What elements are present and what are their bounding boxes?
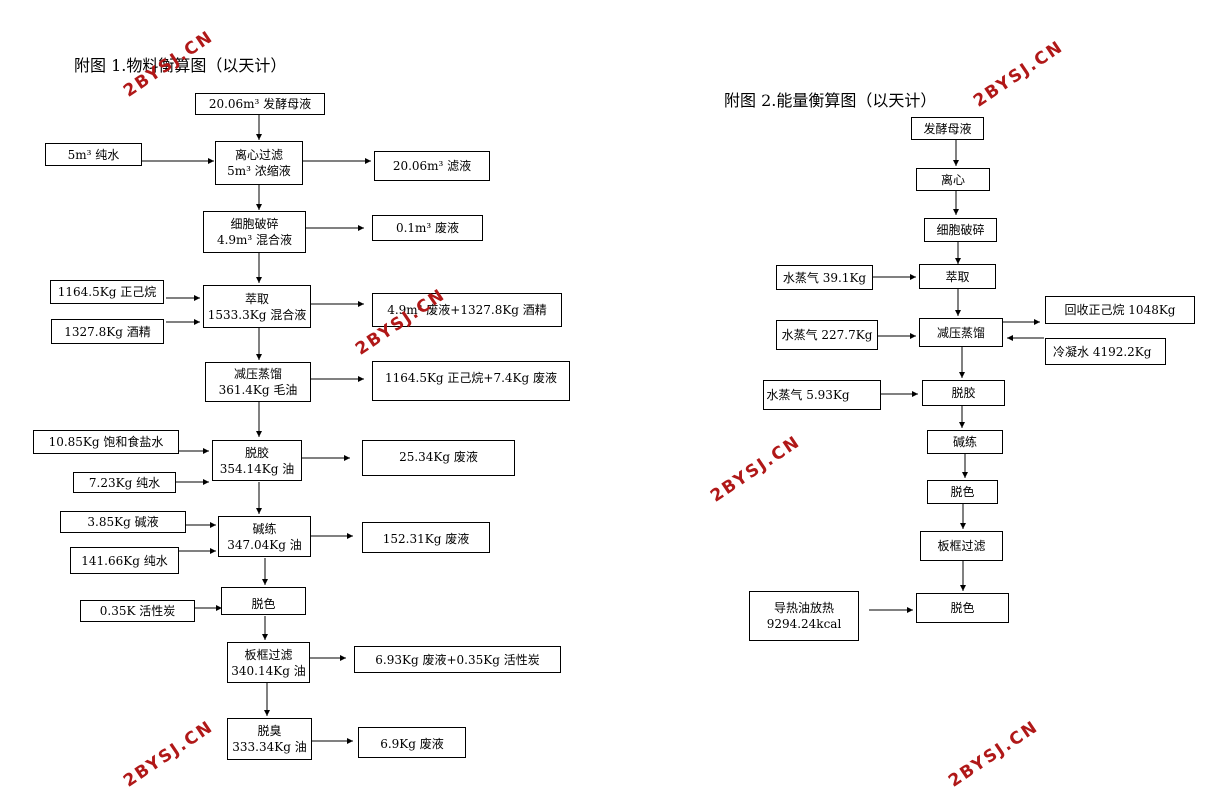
fig2-cell-box: 细胞破碎 bbox=[924, 218, 997, 242]
fig1-deodor-out-label: 6.9Kg 废液 bbox=[380, 737, 444, 751]
fig1-ferment-box: 20.06m³ 发酵母液 bbox=[195, 93, 325, 115]
fig1-brine-label: 10.85Kg 饱和食盐水 bbox=[48, 435, 164, 449]
fig2-recover-label: 回收正己烷 1048Kg bbox=[1064, 303, 1176, 317]
fig1-hexane-label: 1164.5Kg 正己烷 bbox=[57, 285, 157, 299]
fig1-deodor-box: 脱臭 333.34Kg 油 bbox=[227, 718, 312, 760]
fig2-recover-box: 回收正己烷 1048Kg bbox=[1045, 296, 1195, 324]
figure2-title: 附图 2.能量衡算图（以天计） bbox=[724, 91, 937, 110]
fig1-alkali-out-label: 152.31Kg 废液 bbox=[382, 532, 470, 546]
fig1-distill-amount: 361.4Kg 毛油 bbox=[218, 383, 298, 397]
fig2-heat-amount: 9294.24kcal bbox=[766, 617, 842, 631]
fig1-carbon-box: 0.35K 活性炭 bbox=[80, 600, 195, 622]
fig2-cooling-box: 冷凝水 4192.2Kg bbox=[1045, 338, 1166, 365]
fig1-deodor-label: 脱臭 bbox=[257, 724, 282, 738]
fig2-filter-label: 板框过滤 bbox=[937, 539, 986, 553]
fig1-distill-out-box: 1164.5Kg 正己烷+7.4Kg 废液 bbox=[372, 361, 570, 401]
fig2-degum-box: 脱胶 bbox=[922, 380, 1005, 406]
fig1-cell-amount: 4.9m³ 混合液 bbox=[216, 233, 293, 247]
fig1-brine-box: 10.85Kg 饱和食盐水 bbox=[33, 430, 179, 454]
fig2-centrifuge-label: 离心 bbox=[940, 172, 965, 187]
fig2-filter-box: 板框过滤 bbox=[920, 531, 1003, 561]
fig2-cell-label: 细胞破碎 bbox=[936, 223, 985, 237]
fig1-ferment-label: 20.06m³ 发酵母液 bbox=[208, 97, 312, 111]
fig1-decolor-label: 脱色 bbox=[251, 597, 276, 611]
fig2-degum-label: 脱胶 bbox=[951, 386, 976, 400]
fig1-extract-amount: 1533.3Kg 混合液 bbox=[207, 307, 307, 322]
fig1-degum-amount: 354.14Kg 油 bbox=[219, 461, 295, 476]
fig1-alkali-label: 碱练 bbox=[252, 521, 277, 536]
fig1-degum-label: 脱胶 bbox=[244, 445, 269, 460]
fig2-steam1-box: 水蒸气 39.1Kg bbox=[776, 265, 873, 290]
fig2-cooling-label: 冷凝水 4192.2Kg bbox=[1053, 344, 1152, 359]
fig1-cell-label: 细胞破碎 bbox=[230, 217, 279, 231]
fig1-waste1-label: 0.1m³ 废液 bbox=[395, 221, 460, 235]
fig2-steam2-label: 水蒸气 227.7Kg bbox=[781, 328, 873, 342]
fig1-decolor-box: 脱色 bbox=[221, 587, 306, 615]
fig1-alkali-out-box: 152.31Kg 废液 bbox=[362, 522, 490, 553]
fig1-waste1-box: 0.1m³ 废液 bbox=[372, 215, 483, 241]
fig1-centrifuge-box: 离心过滤 5m³ 浓缩液 bbox=[215, 141, 303, 185]
fig1-filter-out-label: 6.93Kg 废液+0.35Kg 活性炭 bbox=[375, 652, 540, 667]
fig2-decolor-box: 脱色 bbox=[927, 480, 998, 504]
fig1-deodor-amount: 333.34Kg 油 bbox=[232, 740, 307, 754]
fig1-centrifuge-amount: 5m³ 浓缩液 bbox=[227, 164, 291, 178]
fig1-degum-out-box: 25.34Kg 废液 bbox=[362, 440, 515, 476]
fig2-heat-label: 导热油放热 bbox=[773, 601, 834, 615]
fig2-ferment-label: 发酵母液 bbox=[923, 121, 972, 136]
fig1-hexane-box: 1164.5Kg 正己烷 bbox=[50, 280, 164, 304]
fig2-extract-label: 萃取 bbox=[945, 269, 970, 284]
fig1-extract-box: 萃取 1533.3Kg 混合液 bbox=[203, 285, 311, 328]
fig1-centrifuge-label: 离心过滤 bbox=[234, 148, 283, 162]
fig1-pure-water-box: 5m³ 纯水 bbox=[45, 143, 142, 166]
fig2-heat-box: 导热油放热 9294.24kcal bbox=[749, 591, 859, 641]
fig1-degum-box: 脱胶 354.14Kg 油 bbox=[212, 440, 302, 481]
fig2-steam3-label: 水蒸气 5.93Kg bbox=[766, 388, 850, 402]
fig1-water2-box: 7.23Kg 纯水 bbox=[73, 472, 176, 493]
figure1-title: 附图 1.物料衡算图（以天计） bbox=[74, 56, 287, 75]
fig2-decolor-label: 脱色 bbox=[950, 485, 975, 499]
fig1-filter-amount: 340.14Kg 油 bbox=[231, 663, 306, 678]
fig1-alcohol-label: 1327.8Kg 酒精 bbox=[64, 324, 151, 339]
fig1-distill-out-label: 1164.5Kg 正己烷+7.4Kg 废液 bbox=[384, 371, 558, 385]
fig1-lye-box: 3.85Kg 碱液 bbox=[60, 511, 186, 533]
fig1-distill-box: 减压蒸馏 361.4Kg 毛油 bbox=[205, 362, 311, 402]
fig1-carbon-label: 0.35K 活性炭 bbox=[99, 604, 176, 618]
fig1-extract-out-box: 4.9m³ 废液+1327.8Kg 酒精 bbox=[372, 293, 562, 327]
fig1-alcohol-box: 1327.8Kg 酒精 bbox=[51, 319, 164, 344]
fig1-alkali-amount: 347.04Kg 油 bbox=[227, 537, 302, 552]
fig1-water3-box: 141.66Kg 纯水 bbox=[70, 547, 179, 574]
fig1-extract-out-label: 4.9m³ 废液+1327.8Kg 酒精 bbox=[387, 303, 547, 317]
fig1-water3-label: 141.66Kg 纯水 bbox=[81, 553, 168, 568]
fig1-deodor-out-box: 6.9Kg 废液 bbox=[358, 727, 466, 758]
fig1-cell-box: 细胞破碎 4.9m³ 混合液 bbox=[203, 211, 306, 253]
fig1-pure-water-label: 5m³ 纯水 bbox=[67, 147, 120, 162]
fig2-alkali-label: 碱练 bbox=[952, 435, 977, 449]
fig1-extract-label: 萃取 bbox=[244, 291, 269, 306]
fig2-ferment-box: 发酵母液 bbox=[911, 117, 984, 140]
flow-arrows bbox=[142, 115, 1044, 744]
fig2-extract-box: 萃取 bbox=[919, 264, 996, 289]
fig2-steam1-label: 水蒸气 39.1Kg bbox=[782, 270, 867, 285]
fig1-water2-label: 7.23Kg 纯水 bbox=[88, 475, 161, 490]
fig1-filter-out-box: 6.93Kg 废液+0.35Kg 活性炭 bbox=[354, 646, 561, 673]
fig2-decolor2-box: 脱色 bbox=[916, 593, 1009, 623]
fig1-filter-label: 板框过滤 bbox=[244, 647, 293, 662]
fig1-distill-label: 减压蒸馏 bbox=[233, 367, 282, 381]
fig2-decolor2-label: 脱色 bbox=[950, 601, 975, 615]
fig1-degum-out-label: 25.34Kg 废液 bbox=[399, 450, 478, 464]
fig1-alkali-box: 碱练 347.04Kg 油 bbox=[218, 516, 311, 557]
fig2-alkali-box: 碱练 bbox=[927, 430, 1003, 454]
fig1-filtrate-label: 20.06m³ 滤液 bbox=[392, 159, 472, 173]
fig1-filtrate-box: 20.06m³ 滤液 bbox=[374, 151, 490, 181]
fig1-lye-label: 3.85Kg 碱液 bbox=[87, 515, 159, 529]
fig2-distill-label: 减压蒸馏 bbox=[936, 325, 985, 340]
fig2-centrifuge-box: 离心 bbox=[916, 168, 990, 191]
fig1-filter-box: 板框过滤 340.14Kg 油 bbox=[227, 642, 310, 683]
fig2-steam2-box: 水蒸气 227.7Kg bbox=[776, 320, 878, 350]
fig2-steam3-box: 水蒸气 5.93Kg bbox=[763, 380, 881, 410]
fig2-distill-box: 减压蒸馏 bbox=[919, 318, 1003, 347]
